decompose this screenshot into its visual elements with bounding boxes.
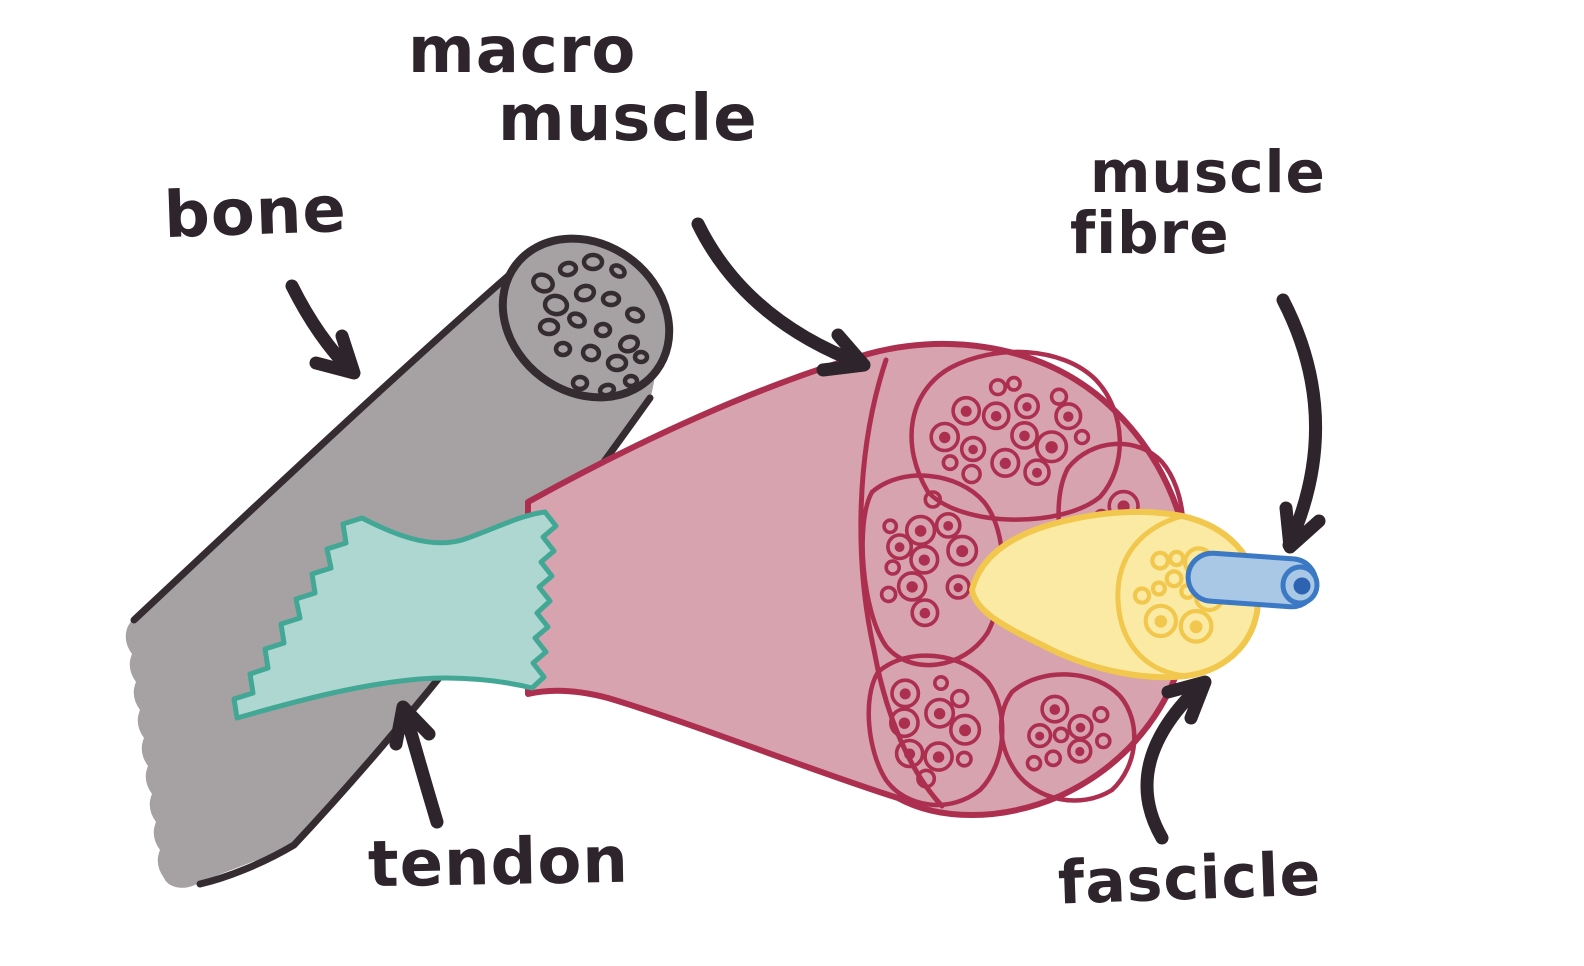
macro-muscle-arrow [691, 217, 869, 371]
macro-muscle-label: macro muscle [408, 14, 758, 156]
macro-muscle-arrowhead [816, 328, 871, 377]
annotation-arrows [285, 217, 1326, 845]
muscle-fibre-label-line2: fibre [1070, 199, 1230, 268]
fascicle-arrowhead [1161, 675, 1212, 725]
muscle-face-boundary [858, 357, 945, 809]
bone-arrowhead [309, 329, 361, 380]
bone-pores [531, 252, 650, 398]
muscle-fibre-core [1293, 577, 1311, 595]
fascicle-bundle [909, 349, 1122, 522]
muscle-fibre-arrowhead [1279, 501, 1326, 554]
macro-muscle-label-line2: muscle [498, 81, 758, 156]
fascicle-group [969, 508, 1262, 681]
fascicle-arrow [1140, 676, 1210, 845]
fascicle-bundle [999, 672, 1137, 803]
tendon-shape [231, 509, 559, 721]
tendon-label: tendon [367, 823, 630, 903]
muscle-fibre-group [1185, 550, 1320, 610]
fascicle-bundle [860, 473, 1005, 668]
muscle-fibre-rings [879, 375, 1157, 789]
muscle-fibre-label-line1: muscle [1090, 138, 1326, 206]
macro-muscle-label-line1: macro [408, 14, 637, 88]
fascicle-label: fascicle [1056, 839, 1323, 919]
muscle-fibre-arrow [1276, 293, 1323, 552]
tendon-arrowhead [389, 700, 436, 751]
muscle-fibre-label: muscle fibre [1070, 138, 1326, 268]
bone-upper-edge [130, 258, 528, 624]
fascicle-bundle [866, 653, 1005, 808]
fascicle-face-boundary [1115, 513, 1189, 679]
bone-label: bone [162, 172, 348, 254]
muscle-group [525, 340, 1195, 818]
